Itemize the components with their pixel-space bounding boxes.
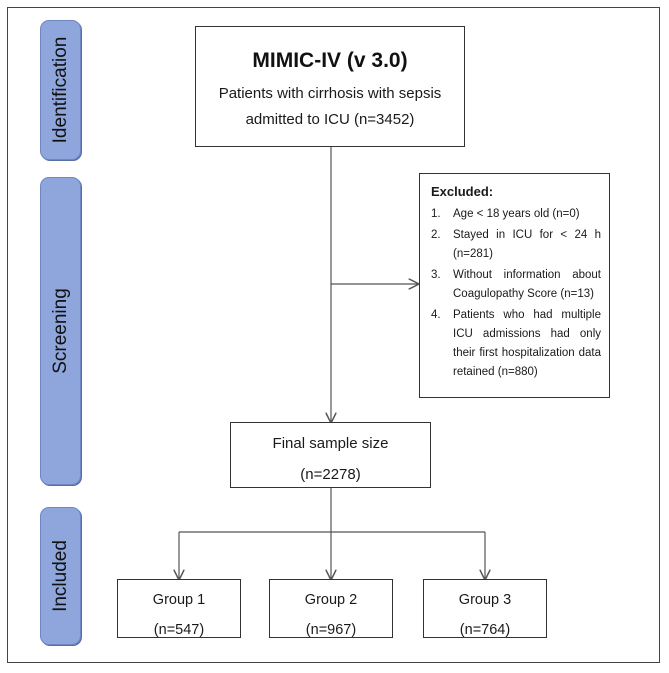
group-3-title: Group 3 xyxy=(458,592,512,608)
source-line-1: Patients with cirrhosis with sepsis xyxy=(218,85,442,102)
stage-included: Included xyxy=(40,507,81,645)
source-cohort-box: MIMIC-IV (v 3.0) Patients with cirrhosis… xyxy=(195,26,465,147)
stage-identification: Identification xyxy=(40,20,81,160)
excluded-item: 4. Patients who had multiple ICU admissi… xyxy=(431,306,601,382)
excluded-item-text: Stayed in ICU for < 24 h (n=281) xyxy=(453,229,601,260)
excluded-item-number: 2. xyxy=(431,229,441,241)
final-sample-title: Final sample size xyxy=(272,435,389,452)
excluded-item: 1. Age < 18 years old (n=0) xyxy=(431,205,601,224)
excluded-item-number: 1. xyxy=(431,208,441,220)
excluded-item: 3. Without information about Coagulopath… xyxy=(431,266,601,304)
excluded-title: Excluded: xyxy=(431,184,494,199)
group-2-box: Group 2 (n=967) xyxy=(269,579,393,638)
excluded-item-text: Age < 18 years old (n=0) xyxy=(453,208,580,220)
final-sample-n: (n=2278) xyxy=(300,466,361,483)
diagram-frame xyxy=(7,7,660,663)
excluded-item-text: Patients who had multiple ICU admissions… xyxy=(453,309,601,378)
group-1-title: Group 1 xyxy=(152,592,206,608)
group-3-n: (n=764) xyxy=(459,622,511,638)
source-line-2: admitted to ICU (n=3452) xyxy=(245,111,415,128)
excluded-item: 2. Stayed in ICU for < 24 h (n=281) xyxy=(431,226,601,264)
group-3-box: Group 3 (n=764) xyxy=(423,579,547,638)
group-2-title: Group 2 xyxy=(304,592,358,608)
stage-screening: Screening xyxy=(40,177,81,485)
excluded-item-text: Without information about Coagulopathy S… xyxy=(453,269,601,300)
group-1-n: (n=547) xyxy=(153,622,205,638)
group-1-box: Group 1 (n=547) xyxy=(117,579,241,638)
excluded-box: Excluded: 1. Age < 18 years old (n=0) 2.… xyxy=(419,173,610,398)
excluded-item-number: 3. xyxy=(431,269,441,281)
excluded-item-number: 4. xyxy=(431,309,441,321)
final-sample-box: Final sample size (n=2278) xyxy=(230,422,431,488)
group-2-n: (n=967) xyxy=(305,622,357,638)
source-title: MIMIC-IV (v 3.0) xyxy=(252,49,408,72)
